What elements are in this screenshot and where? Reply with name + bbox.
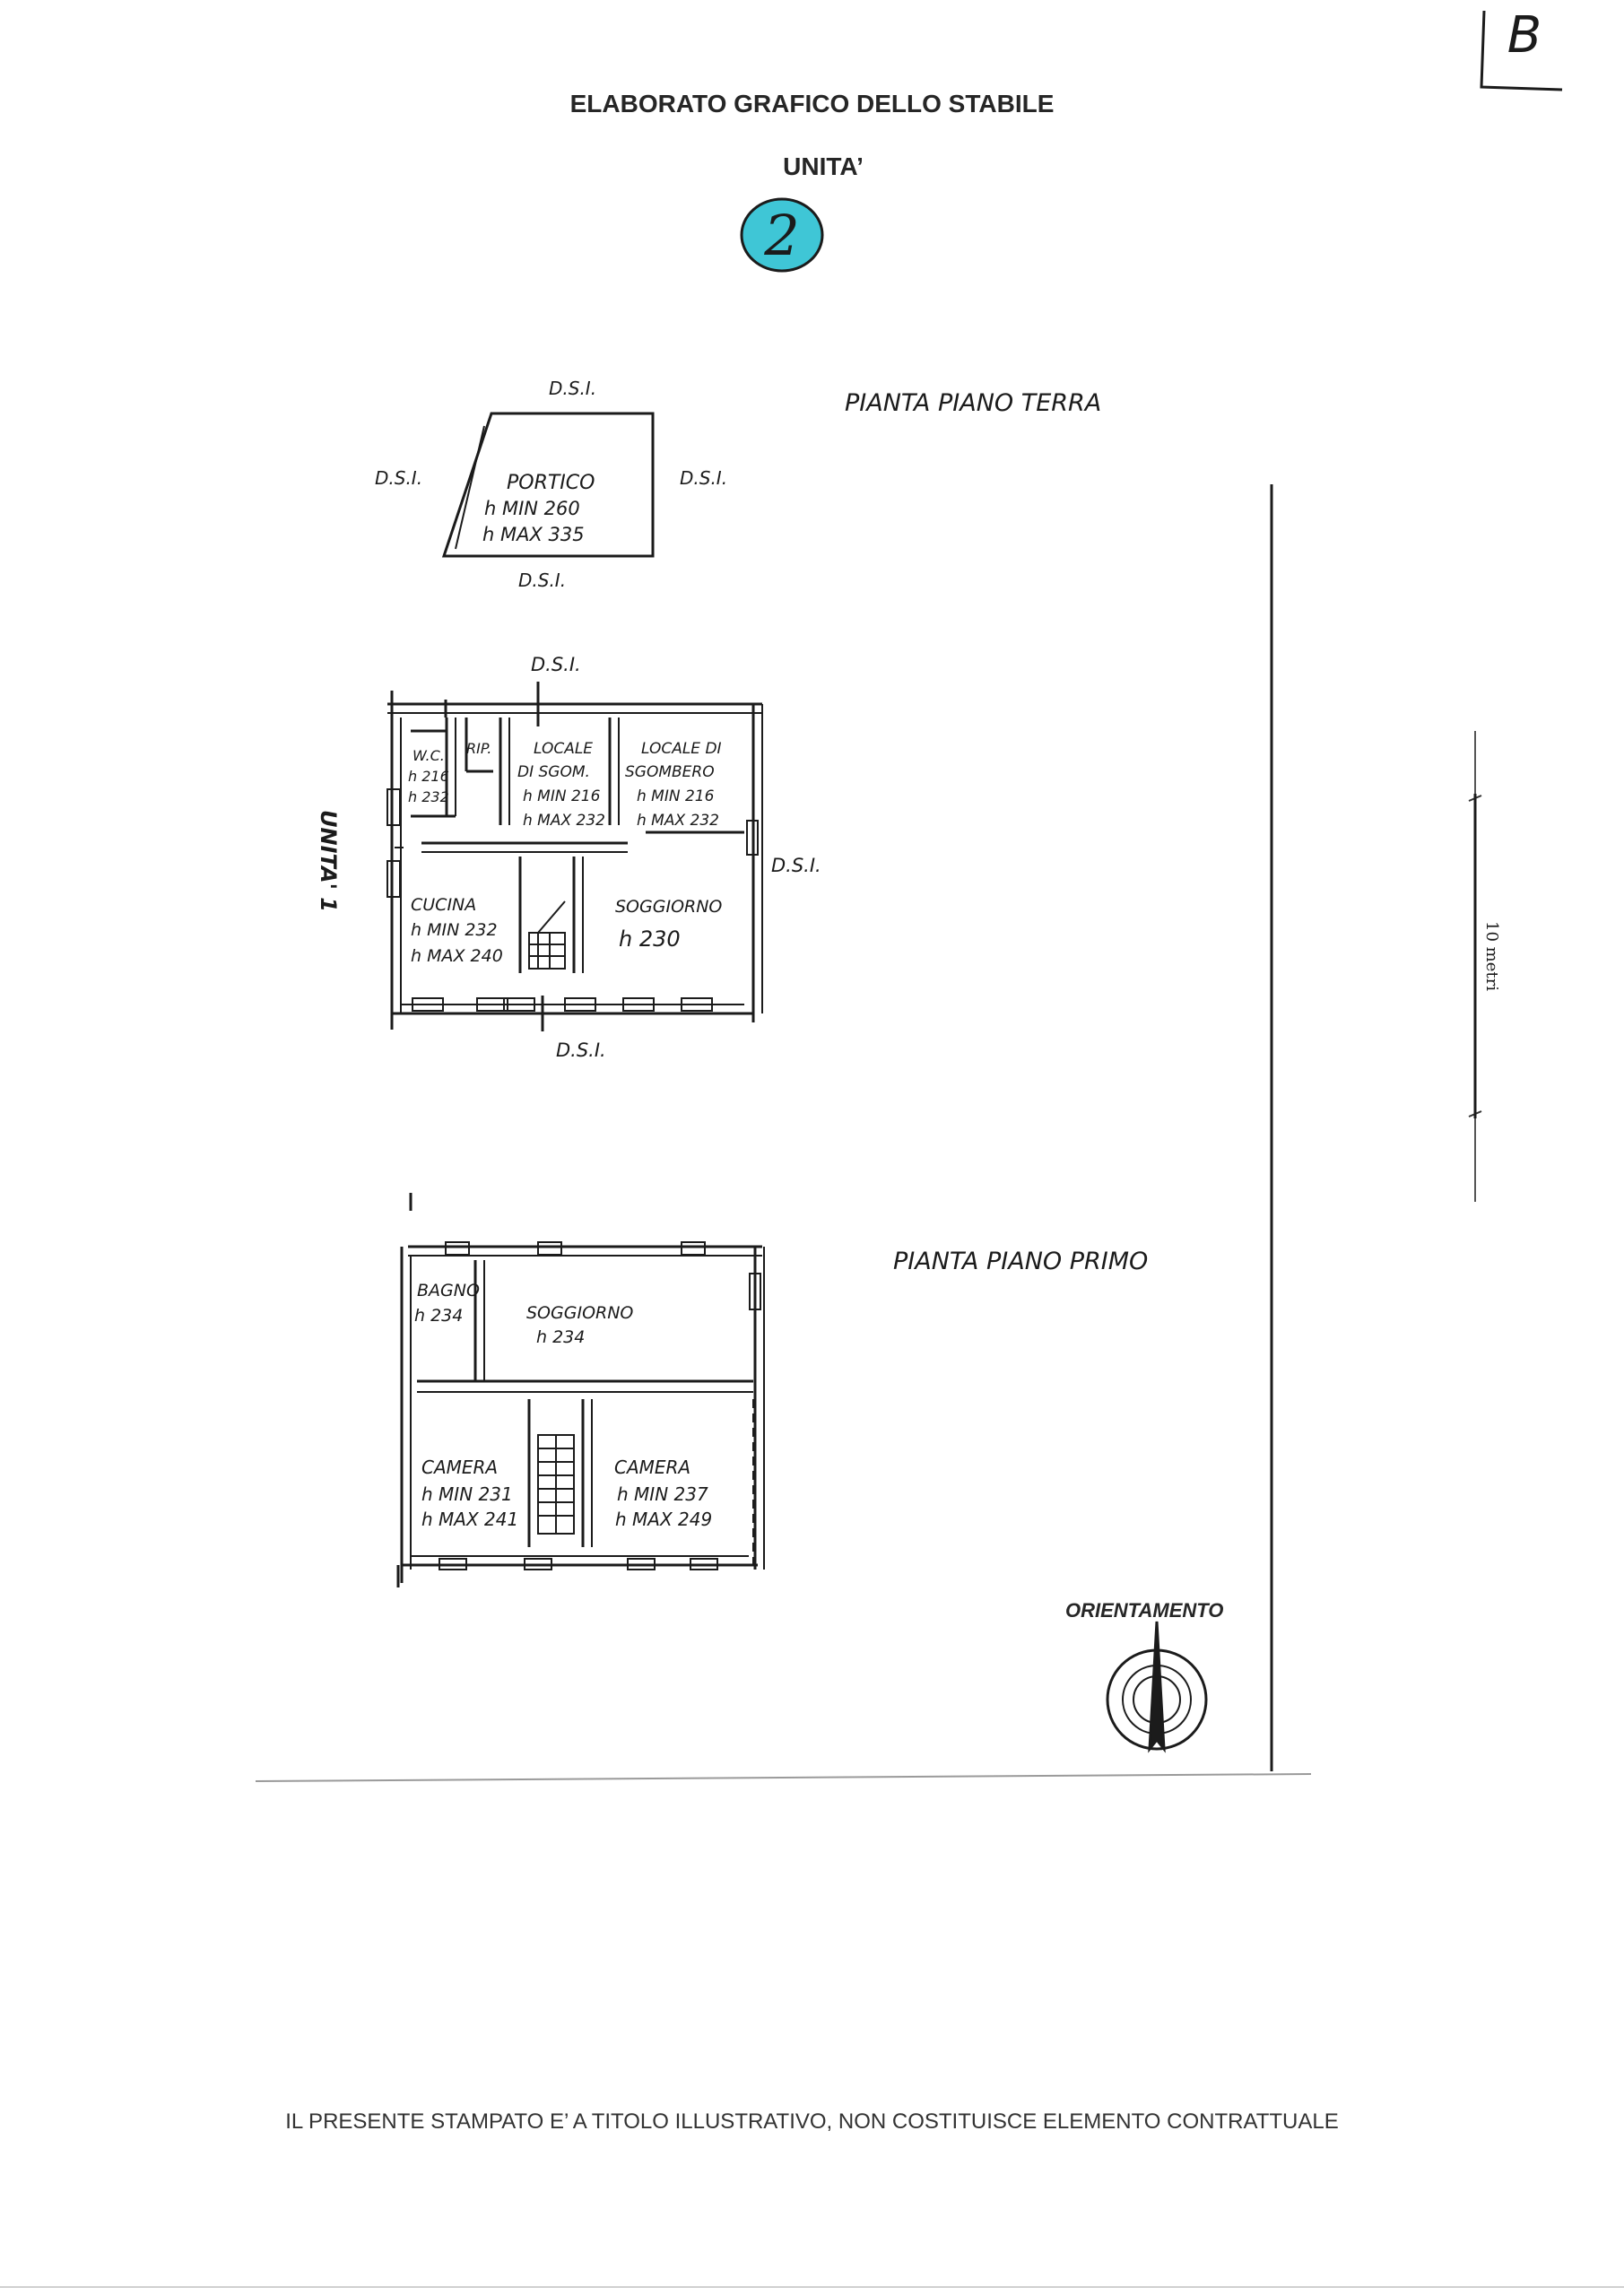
room-bagno-name: BAGNO xyxy=(417,1281,480,1300)
portico-name: PORTICO xyxy=(507,472,595,494)
document-subtitle: UNITA’ xyxy=(783,152,864,180)
room-sgombero-h2: h MAX 232 xyxy=(637,812,719,830)
first-floor-plan xyxy=(396,1193,765,1587)
room-camera1-name: CAMERA xyxy=(421,1457,498,1478)
room-sgom-h2: h MAX 232 xyxy=(523,812,605,830)
room-soggiorno1-name: SOGGIORNO xyxy=(526,1303,633,1323)
room-camera2-h1: h MIN 237 xyxy=(617,1483,708,1505)
room-rip-name: RIP. xyxy=(466,740,491,757)
room-wc-name: W.C. xyxy=(413,747,445,764)
portico-h-max: h MAX 335 xyxy=(482,524,585,545)
room-camera1-h2: h MAX 241 xyxy=(421,1509,518,1530)
scale-bar: 10 metri xyxy=(1468,731,1501,1202)
room-sgombero-name2: SGOMBERO xyxy=(625,763,715,781)
room-wc-h1: h 216 xyxy=(408,768,449,785)
document-title: ELABORATO GRAFICO DELLO STABILE xyxy=(569,90,1055,117)
adjacent-unit-label: UNITA' 1 xyxy=(316,810,341,912)
portico-plan: D.S.I. D.S.I. D.S.I. D.S.I. PORTICO h MI… xyxy=(375,378,727,591)
room-sgombero-name: LOCALE DI xyxy=(641,740,722,758)
portico-h-min: h MIN 260 xyxy=(484,498,580,519)
frame-bottom-line xyxy=(255,1773,1312,1782)
room-camera2-name: CAMERA xyxy=(614,1457,690,1478)
portico-bottom-label: D.S.I. xyxy=(518,570,566,591)
first-floor-label: PIANTA PIANO PRIMO xyxy=(893,1248,1148,1275)
room-sgombero-h1: h MIN 216 xyxy=(637,787,715,805)
ground-floor-plan xyxy=(386,682,763,1031)
corner-mark-letter: B xyxy=(1507,6,1541,65)
room-cucina-h1: h MIN 232 xyxy=(411,920,498,940)
room-sgom-name2: DI SGOM. xyxy=(517,763,590,781)
room-wc-h2: h 232 xyxy=(408,788,449,805)
scale-label: 10 metri xyxy=(1482,921,1501,991)
room-soggiorno-name: SOGGIORNO xyxy=(615,897,722,917)
ground-top-label: D.S.I. xyxy=(531,654,581,675)
room-soggiorno-h1: h 230 xyxy=(619,926,681,952)
room-sgom-name: LOCALE xyxy=(534,740,593,758)
portico-left-label: D.S.I. xyxy=(375,467,422,489)
orientation-label: ORIENTAMENTO xyxy=(1065,1599,1224,1622)
ground-bottom-label: D.S.I. xyxy=(556,1039,606,1061)
unit-number: 2 xyxy=(763,203,799,268)
portico-right-label: D.S.I. xyxy=(680,467,727,489)
room-bagno-h1: h 234 xyxy=(414,1306,463,1326)
room-cucina-name: CUCINA xyxy=(411,895,476,915)
unit-number-badge: 2 xyxy=(740,197,824,273)
room-soggiorno1-h1: h 234 xyxy=(536,1327,585,1347)
ground-floor-label: PIANTA PIANO TERRA xyxy=(845,389,1101,417)
room-camera1-h1: h MIN 231 xyxy=(421,1483,513,1505)
room-cucina-h2: h MAX 240 xyxy=(411,946,503,966)
room-sgom-h1: h MIN 216 xyxy=(523,787,601,805)
footer-disclaimer: IL PRESENTE STAMPATO E’ A TITOLO ILLUSTR… xyxy=(285,2109,1339,2134)
corner-mark: B xyxy=(1480,6,1563,91)
ground-right-label: D.S.I. xyxy=(771,855,821,876)
portico-top-label: D.S.I. xyxy=(549,378,596,399)
compass-icon xyxy=(1106,1621,1208,1753)
room-camera2-h2: h MAX 249 xyxy=(615,1509,712,1530)
